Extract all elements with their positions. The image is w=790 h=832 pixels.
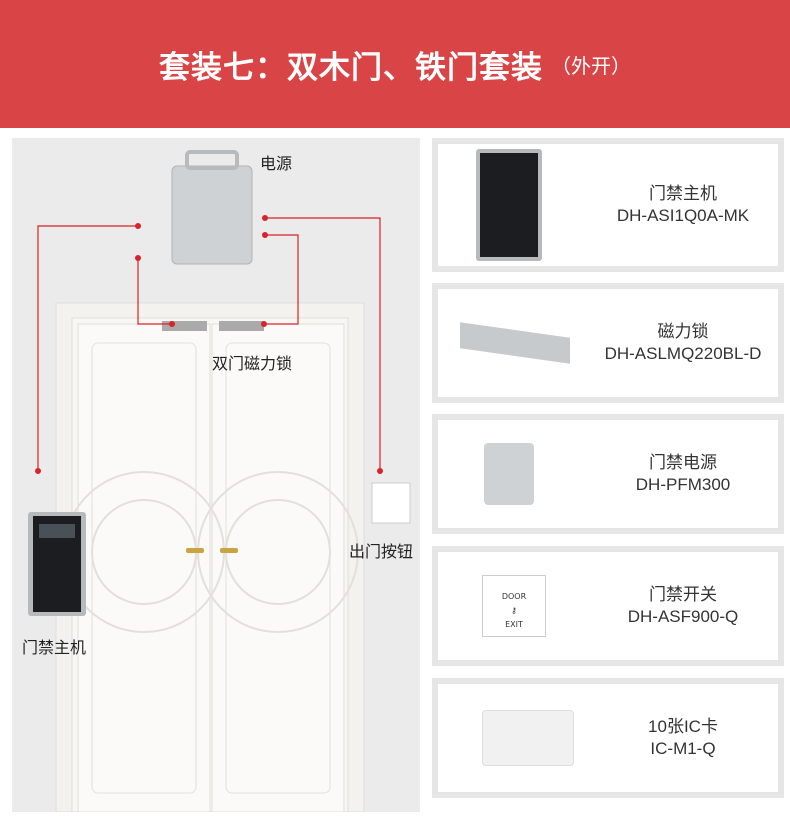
maglock-right <box>219 321 264 331</box>
exit-button-image: DOOR ⚷ EXIT <box>482 575 546 637</box>
product-model: IC-M1-Q <box>650 739 716 758</box>
door-text: DOOR <box>501 592 527 601</box>
product-name: 磁力锁 <box>657 322 709 341</box>
product-name: 门禁电源 <box>649 453 717 472</box>
controller-image <box>476 149 542 261</box>
maglock-image <box>460 322 570 364</box>
product-card: 磁力锁 DH-ASLMQ220BL-D <box>432 283 784 403</box>
product-model: DH-ASF900-Q <box>627 607 739 626</box>
key-icon: ⚷ <box>511 606 517 615</box>
product-card: 门禁电源 DH-PFM300 <box>432 414 784 534</box>
page-subtitle: （外开） <box>551 53 631 78</box>
product-name: 10张IC卡 <box>648 717 718 736</box>
exit-button <box>371 482 411 524</box>
label-power: 电源 <box>260 154 293 173</box>
exit-text: EXIT <box>505 620 523 629</box>
installation-diagram: 电源 双门磁力锁 出门按钮 门禁主机 <box>12 138 420 812</box>
product-model: DH-ASI1Q0A-MK <box>616 206 750 225</box>
product-name: 门禁开关 <box>649 585 717 604</box>
product-card: 10张IC卡 IC-M1-Q <box>432 678 784 798</box>
door-illustration <box>28 150 411 812</box>
label-controller: 门禁主机 <box>22 638 87 657</box>
label-lock: 双门磁力锁 <box>212 354 293 373</box>
page-title: 套装七：双木门、铁门套装 <box>159 49 543 86</box>
power-supply <box>171 165 253 265</box>
product-model: DH-ASLMQ220BL-D <box>604 344 762 363</box>
maglock-left <box>162 321 207 331</box>
ic-card-image <box>482 710 574 766</box>
product-model: DH-PFM300 <box>635 475 731 494</box>
product-name: 门禁主机 <box>649 184 717 203</box>
label-exit-button: 出门按钮 <box>349 542 414 561</box>
product-card: 门禁主机 DH-ASI1Q0A-MK <box>432 138 784 272</box>
power-supply-image <box>484 443 534 505</box>
product-card: DOOR ⚷ EXIT 门禁开关 DH-ASF900-Q <box>432 546 784 666</box>
header-banner: 套装七：双木门、铁门套装 （外开） <box>0 0 790 128</box>
